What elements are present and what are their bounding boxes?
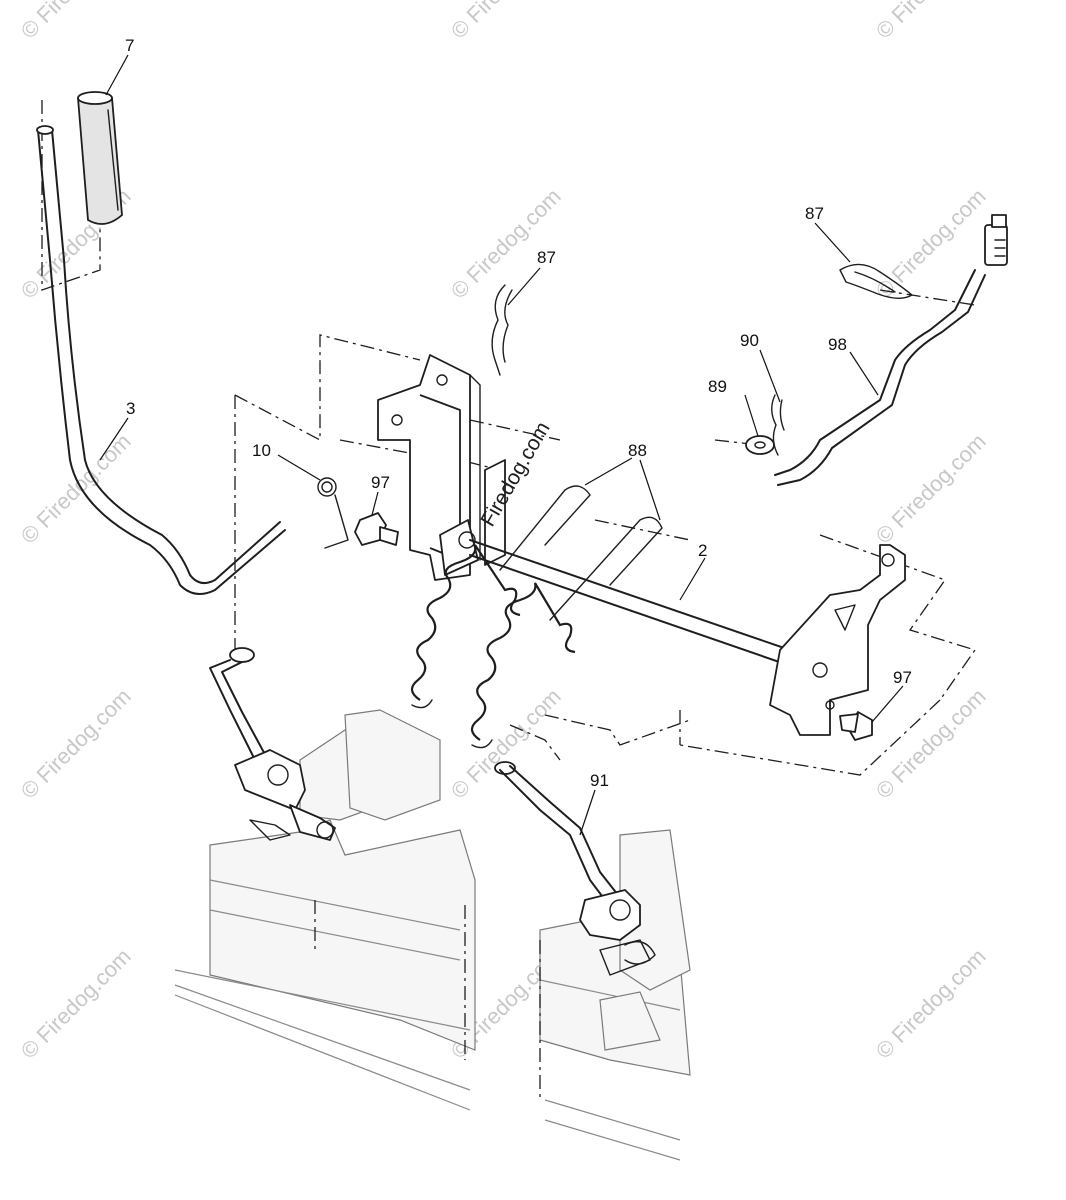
assembly-lines <box>41 100 977 776</box>
watermark: © Firedog.com <box>871 184 991 304</box>
watermark: © Firedog.com <box>16 944 136 1064</box>
watermark: © Firedog.com <box>16 684 136 804</box>
callout-10: 10 <box>252 441 271 460</box>
hairpin-clip-part-87-center <box>491 284 513 376</box>
callout-87-right: 87 <box>805 204 824 223</box>
adjuster-rod-part-98 <box>774 214 1008 486</box>
callout-90: 90 <box>740 331 759 350</box>
handle-grip-part-7 <box>77 91 123 225</box>
callout-labels: 7 87 87 3 10 97 88 90 98 89 2 97 91 <box>125 36 912 790</box>
hairpin-clip-part-87-right <box>839 263 913 299</box>
callout-97-lower: 97 <box>893 668 912 687</box>
callout-2: 2 <box>698 541 707 560</box>
washer-part-89 <box>745 435 775 455</box>
watermark: © Firedog.com <box>871 944 991 1064</box>
callout-3: 3 <box>126 399 135 418</box>
watermark: © Firedog.com <box>446 684 566 804</box>
callout-87-center: 87 <box>537 248 556 267</box>
callout-7: 7 <box>125 36 134 55</box>
hairpin-clip-part-90 <box>771 394 785 456</box>
watermark: © Firedog.com <box>16 0 136 44</box>
extension-springs-part-88 <box>410 485 663 749</box>
bolt-part-97-upper <box>354 512 399 546</box>
callout-leaders <box>99 54 904 836</box>
lift-link-part-91 <box>494 761 656 976</box>
lift-link-left <box>209 647 336 841</box>
bolt-part-97-lower <box>839 711 873 741</box>
cross-shaft-part-2 <box>469 539 906 736</box>
watermark: © Firedog.com <box>871 0 991 44</box>
watermark: © Firedog.com <box>446 0 566 44</box>
watermark: © Firedog.com <box>16 429 136 549</box>
callout-97-upper: 97 <box>371 473 390 492</box>
callout-88: 88 <box>628 441 647 460</box>
torsion-spring-part-10 <box>317 477 349 549</box>
watermark: © Firedog.com <box>871 429 991 549</box>
callout-98: 98 <box>828 335 847 354</box>
main-bracket <box>377 354 506 581</box>
watermark: © Firedog.com <box>446 184 566 304</box>
callout-91: 91 <box>590 771 609 790</box>
lift-lever-rod-part-3 <box>36 125 286 595</box>
callout-89: 89 <box>708 377 727 396</box>
